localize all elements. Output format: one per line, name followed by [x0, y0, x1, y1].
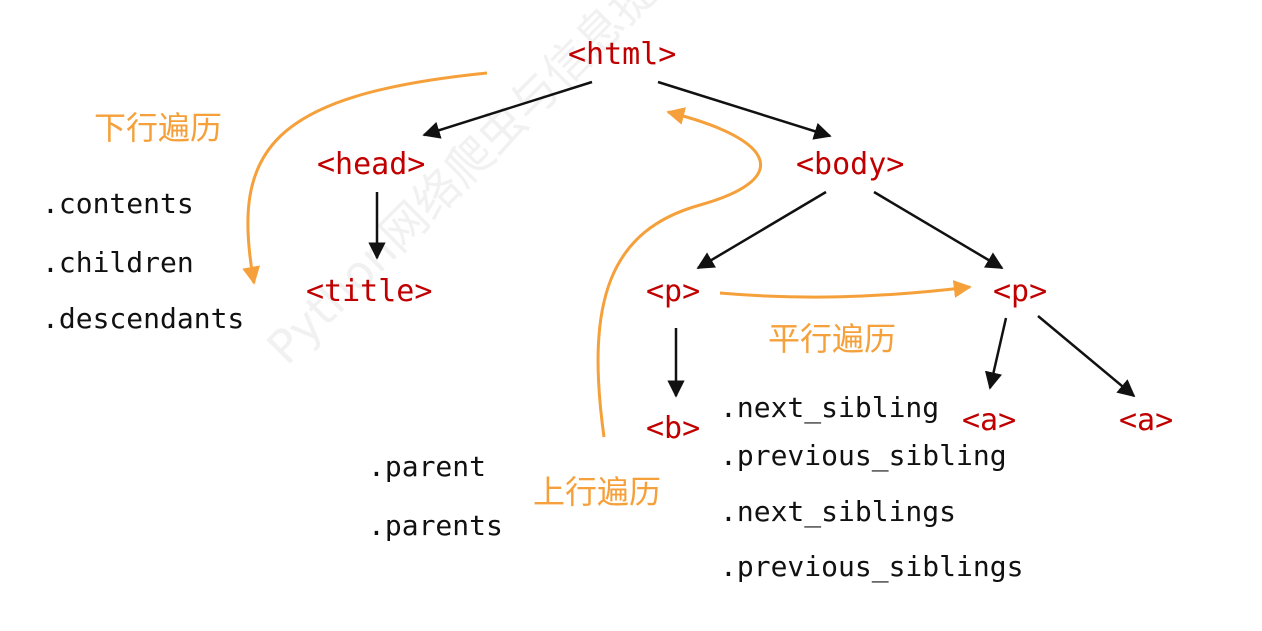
- edge-p2-a2: [1037, 315, 1136, 398]
- edge-body-p1: [696, 190, 827, 270]
- prop-children: .children: [42, 246, 194, 279]
- node-body: <body>: [796, 147, 905, 182]
- down-traversal-arrow: [242, 71, 488, 285]
- edge-body-p2: [873, 190, 1004, 270]
- prop-next-sibling: .next_sibling: [720, 391, 940, 424]
- edge-html-head: [422, 80, 593, 139]
- node-p: <p>: [993, 274, 1048, 309]
- up-traversal-arrow: [596, 107, 763, 438]
- node-b: <b>: [646, 411, 701, 446]
- parallel-traversal-arrow: [719, 280, 972, 299]
- parallel-traversal-label: 平行遍历: [768, 320, 897, 358]
- prop-parent: .parent: [368, 450, 487, 483]
- up-traversal-label: 上行遍历: [533, 473, 662, 511]
- prop-parents: .parents: [368, 509, 503, 542]
- prop-descendants: .descendants: [42, 302, 245, 335]
- prop-previous-siblings: .previous_siblings: [720, 550, 1024, 583]
- down-traversal-label: 下行遍历: [94, 109, 223, 147]
- node-html: <html>: [568, 37, 677, 72]
- edge-html-body: [657, 80, 832, 140]
- node-a: <a>: [962, 403, 1017, 438]
- node-p: <p>: [646, 274, 701, 309]
- node-a: <a>: [1119, 403, 1174, 438]
- node-head: <head>: [317, 147, 426, 182]
- prop-contents: .contents: [42, 187, 194, 220]
- prop-previous-sibling: .previous_sibling: [720, 439, 1007, 472]
- edge-p2-a1: [984, 317, 1008, 390]
- node-title: <title>: [306, 274, 433, 309]
- prop-next-siblings: .next_siblings: [720, 495, 957, 528]
